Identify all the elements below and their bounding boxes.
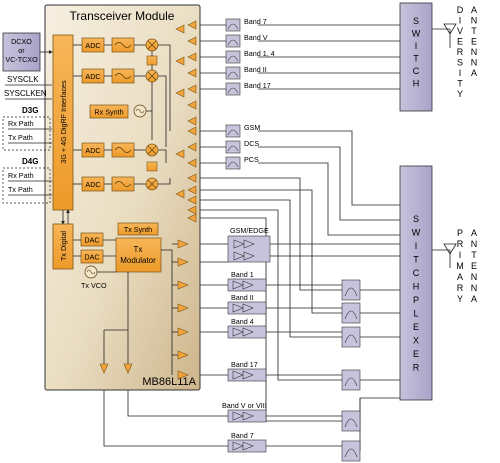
primary-antenna-icon: [443, 243, 457, 268]
module-part-number: MB86L11A: [142, 376, 196, 388]
tx-synth-block: [117, 222, 159, 236]
tx-synth-label: Tx Synth: [124, 225, 152, 234]
adc-4-label: ADC: [85, 180, 100, 189]
rx-synth-label: Rx Synth: [94, 108, 123, 117]
dac-1-label: DAC: [84, 236, 99, 245]
connection-lines: [103, 24, 450, 451]
rx-band-mid-1: DCS: [244, 139, 259, 148]
tx-block-2: Band II: [231, 293, 254, 302]
rx-chain-2: ADC: [73, 68, 159, 84]
d3g-rx-path-label: Rx Path: [8, 119, 34, 128]
tx-block-0: GSM/EDGE: [230, 226, 269, 235]
diversity-antenna-icon: [443, 23, 457, 48]
sysclk-label: SYSCLK: [7, 75, 39, 84]
rx-band-top-3: Band II: [244, 65, 267, 74]
rx-band-mid-0: GSM: [244, 123, 260, 132]
oscillator-label-line1: DCXO: [11, 37, 32, 46]
rx-band-top-1: Band V: [244, 33, 268, 42]
tx-block-1: Band 1: [231, 270, 254, 279]
rx-chain-4: ADC: [73, 176, 159, 192]
d3g-label: D3G: [22, 106, 38, 115]
transceiver-module: [44, 4, 201, 391]
oscillator-box: [2, 32, 41, 72]
pa-array: [99, 239, 189, 380]
dac-2: [80, 249, 104, 264]
tx-digital-label: Tx Digital: [59, 231, 68, 261]
d4g-label: D4G: [22, 157, 38, 166]
rx-synth-block: [89, 104, 129, 119]
rx-band-top-4: Band 17: [244, 81, 271, 90]
oscillator-label-line3: VC-TCXO: [5, 55, 38, 64]
duplexer-filters: [341, 279, 361, 462]
module-title: Transceiver Module: [70, 9, 175, 23]
dac-1: [80, 232, 104, 247]
rx-chain-3: ADC: [73, 142, 159, 158]
lna-array: [175, 20, 197, 223]
d3g-tx-path-label: Tx Path: [8, 133, 33, 142]
tx-block-4: Band 17: [231, 360, 258, 369]
rx-band-top-0: Band 7: [244, 17, 267, 26]
d4g-tx-path-label: Tx Path: [8, 185, 33, 194]
switchplexer-block: [399, 165, 433, 401]
rx-band-filters-top: [225, 18, 241, 96]
tx-modulator-label-line2: Modulator: [120, 256, 156, 265]
tx-gsm-edge-block: [227, 235, 271, 263]
rx-band-filters-mid: [225, 124, 241, 170]
tx-modulator-block: [115, 237, 162, 273]
tx-block-6: Band 7: [231, 431, 254, 440]
tx-block-5: Band V or VIII: [222, 401, 267, 410]
d4g-rx-path-label: Rx Path: [8, 171, 34, 180]
tx-band-blocks: [227, 278, 267, 453]
switch-block: [399, 2, 433, 112]
digrf-interface-label: 3G + 4G DigRF Interfaces: [59, 80, 68, 164]
tx-vco-label: Tx VCO: [81, 281, 107, 290]
adc-2-label: ADC: [85, 72, 100, 81]
oscillator-label-line2: or: [18, 46, 25, 55]
dac-2-label: DAC: [84, 253, 99, 262]
rx-band-top-2: Band 1, 4: [244, 49, 275, 58]
adc-3-label: ADC: [85, 146, 100, 155]
tx-digital-block: [52, 223, 74, 270]
tx-modulator-label-line1: Tx: [134, 245, 143, 254]
rx-chain-1: ADC: [73, 37, 159, 53]
adc-1-label: ADC: [85, 41, 100, 50]
rx-band-mid-2: PCS: [244, 155, 259, 164]
sysclken-label: SYSCLKEN: [4, 89, 47, 98]
tx-block-3: Band 4: [231, 317, 254, 326]
